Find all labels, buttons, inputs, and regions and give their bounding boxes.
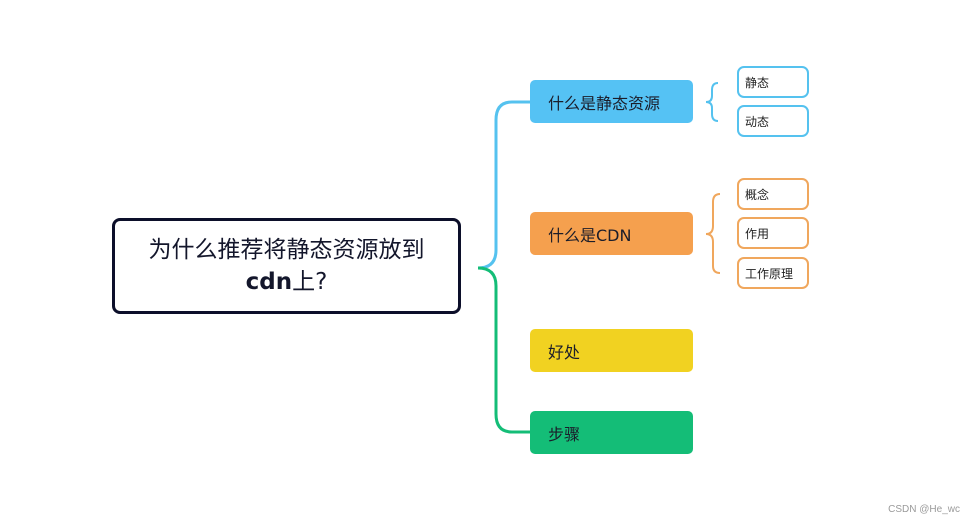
- leaf-label: 静态: [745, 75, 770, 90]
- branch-label: 什么是静态资源: [548, 93, 661, 113]
- leaf-label: 工作原理: [745, 266, 794, 281]
- branch-label: 步骤: [548, 424, 581, 444]
- leaf-purpose[interactable]: 作用: [737, 217, 809, 249]
- connector-lower: [477, 266, 530, 434]
- branch-label: 什么是CDN: [548, 225, 632, 245]
- leaf-static[interactable]: 静态: [737, 66, 809, 98]
- branch-steps[interactable]: 步骤: [530, 411, 693, 454]
- leaf-concept[interactable]: 概念: [737, 178, 809, 210]
- brace-cdn: [705, 193, 721, 274]
- branch-label: 好处: [548, 342, 581, 362]
- branch-what-is-cdn[interactable]: 什么是CDN: [530, 212, 693, 255]
- leaf-label: 动态: [745, 114, 770, 129]
- leaf-label: 概念: [745, 187, 770, 202]
- branch-static-resources[interactable]: 什么是静态资源: [530, 80, 693, 123]
- watermark: CSDN @He_wc: [888, 504, 960, 515]
- connector-upper: [477, 100, 530, 270]
- brace-static: [705, 82, 719, 122]
- leaf-working-principle[interactable]: 工作原理: [737, 257, 809, 289]
- branch-benefits[interactable]: 好处: [530, 329, 693, 372]
- leaf-dynamic[interactable]: 动态: [737, 105, 809, 137]
- leaf-label: 作用: [745, 226, 770, 241]
